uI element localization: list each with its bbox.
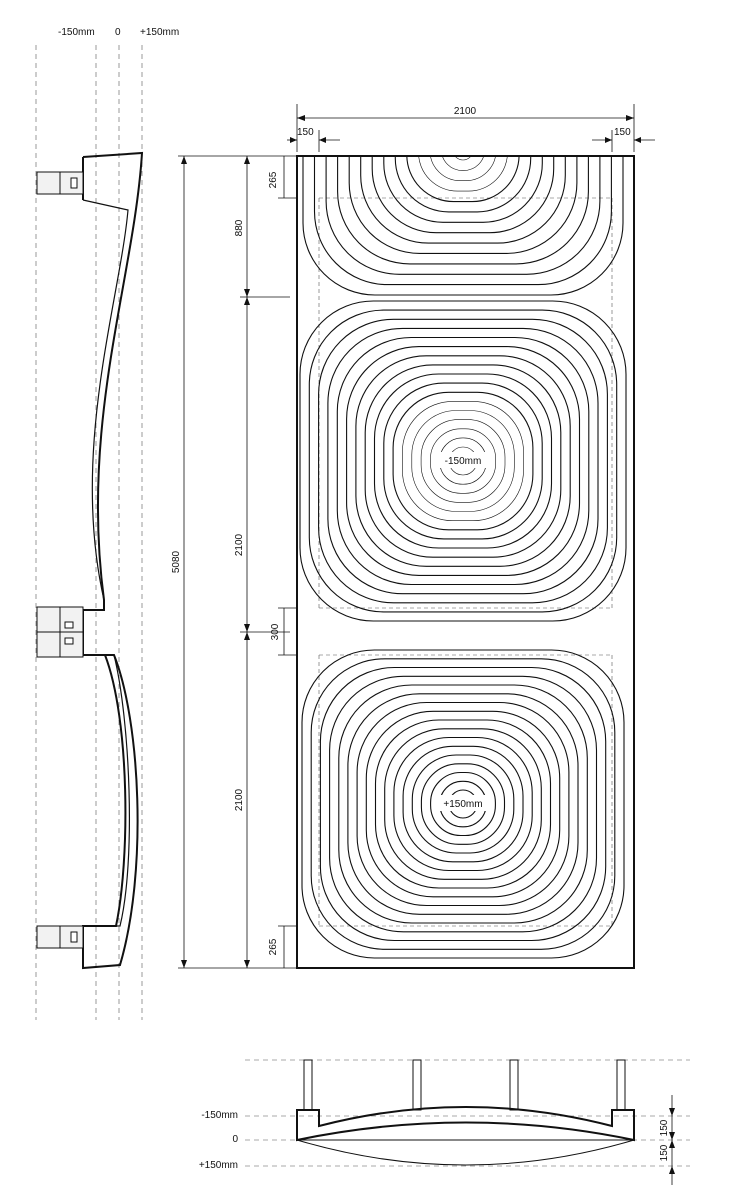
- elevation-level-minus: -150mm: [201, 1110, 238, 1121]
- side-section: -150mm 0 +150mm: [35, 27, 179, 1020]
- elevation-view: -150mm 0 +150mm 150 150: [199, 1059, 690, 1185]
- segment-top-label: 880: [234, 219, 245, 236]
- contour-line: [402, 745, 524, 863]
- elevation-dimension: [669, 1095, 675, 1185]
- slab-profile-inner: [82, 199, 131, 927]
- segment-dimensions: [240, 156, 297, 968]
- contour-line: [411, 754, 515, 854]
- segment-mid-label: 2100: [234, 533, 245, 556]
- contour-line: [319, 666, 607, 942]
- level-label-minus: -150mm: [58, 27, 95, 38]
- contour-line: [346, 346, 581, 576]
- slab-profile-outer: [82, 151, 144, 970]
- elevation-level-zero: 0: [232, 1134, 238, 1145]
- level-label-plus: +150mm: [140, 27, 179, 38]
- elevation-dim-lower: 150: [659, 1144, 670, 1161]
- width-dimension: [296, 104, 635, 152]
- contour-line: [347, 693, 579, 915]
- segment-bottom-label: 2100: [234, 788, 245, 811]
- plan-view: 2100 150 150 5080: [171, 104, 655, 969]
- contour-line: [442, 156, 484, 171]
- contour-line: [364, 364, 562, 558]
- elevation-shell: [296, 1106, 635, 1166]
- edge-dimension-left: [287, 130, 340, 152]
- center-label-bg-bot: [436, 795, 490, 811]
- center-label-middle: -150mm: [445, 456, 482, 467]
- contour-lines-top: [302, 156, 624, 296]
- contour-line: [325, 156, 601, 275]
- contour-line: [418, 156, 508, 192]
- contour-line: [402, 401, 524, 521]
- contour-line: [420, 763, 506, 845]
- contour-line: [308, 309, 618, 613]
- contour-lines-bottom: [301, 649, 625, 959]
- contour-line: [348, 156, 578, 254]
- bottom-edge-label: 265: [268, 938, 279, 955]
- contour-line: [329, 675, 598, 933]
- contour-line: [374, 719, 552, 889]
- contour-line: [360, 156, 566, 244]
- contour-line: [411, 410, 515, 512]
- edge-dimension-right-label: 150: [614, 127, 631, 138]
- gap-label: 300: [270, 623, 281, 640]
- level-label-zero: 0: [115, 27, 121, 38]
- contour-line: [430, 428, 496, 494]
- contour-line: [338, 684, 588, 924]
- contour-line: [394, 156, 532, 213]
- contour-line: [373, 373, 553, 549]
- contour-line: [430, 156, 496, 181]
- connector-top: [36, 171, 84, 195]
- total-height-dimension: [178, 155, 297, 969]
- contour-line: [383, 156, 543, 223]
- contour-line: [454, 156, 472, 161]
- contour-line: [430, 771, 496, 837]
- contour-line: [383, 382, 543, 540]
- contour-line: [392, 391, 534, 531]
- connector-middle: [36, 606, 84, 658]
- contour-lines-middle: [299, 300, 627, 622]
- contour-line: [301, 649, 625, 959]
- contour-line: [299, 300, 627, 622]
- contour-line: [371, 156, 555, 234]
- contour-line: [420, 419, 506, 503]
- contour-line: [384, 728, 542, 880]
- contour-line: [318, 318, 608, 604]
- contour-line: [302, 156, 624, 296]
- elevation-level-plus: +150mm: [199, 1160, 238, 1171]
- contour-line: [393, 736, 533, 872]
- support-posts: [303, 1059, 626, 1111]
- center-label-bottom: +150mm: [443, 799, 482, 810]
- contour-line: [337, 156, 589, 265]
- contour-line: [355, 355, 571, 567]
- contour-line: [310, 658, 616, 950]
- contour-line: [336, 336, 590, 586]
- contour-line: [327, 327, 599, 595]
- contour-line: [406, 156, 520, 203]
- width-dimension-label: 2100: [454, 106, 477, 117]
- total-height-label: 5080: [171, 550, 182, 573]
- elevation-dim-upper: 150: [659, 1119, 670, 1136]
- contour-line: [313, 156, 612, 286]
- top-edge-label: 265: [268, 171, 279, 188]
- edge-dimension-left-label: 150: [297, 127, 314, 138]
- connector-bottom: [36, 925, 84, 949]
- plate-outline: [296, 155, 635, 969]
- edge-dimension-right: [592, 130, 655, 152]
- contour-line: [365, 710, 561, 898]
- center-label-bg-mid: [438, 452, 488, 468]
- contour-line: [356, 701, 570, 907]
